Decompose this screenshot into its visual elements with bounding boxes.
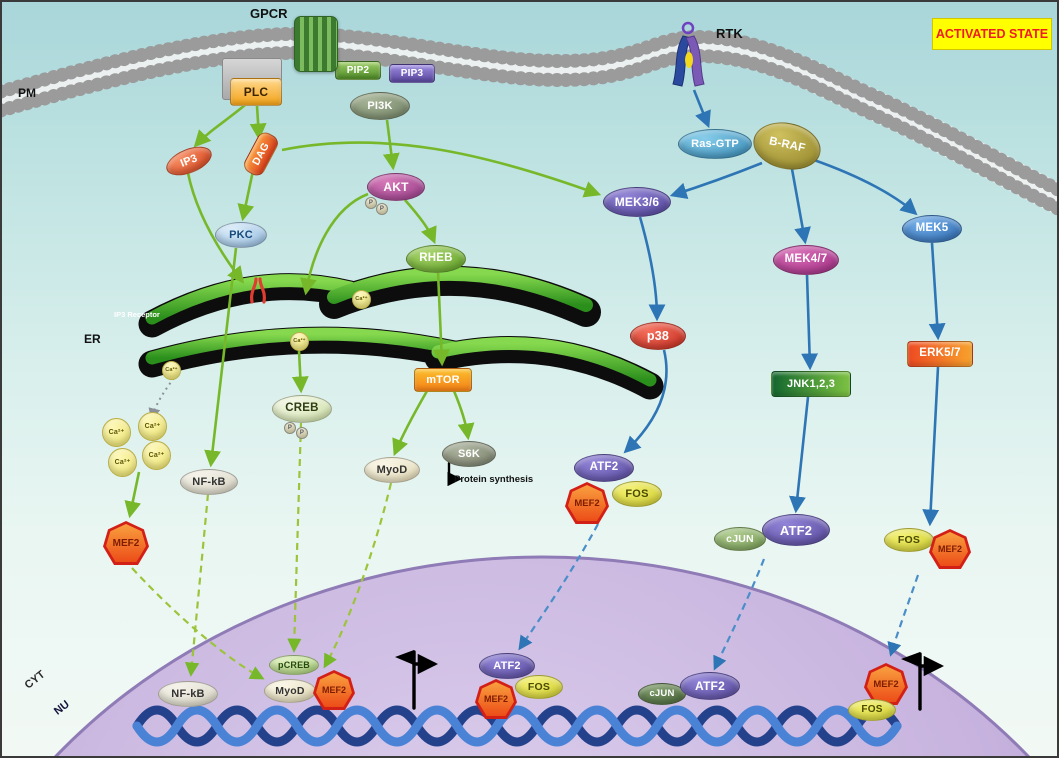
mef2-node-nucleus: MEF2: [313, 670, 355, 710]
plasma-membrane: [2, 26, 1057, 216]
mef2-node-nucleus: MEF2: [475, 679, 517, 719]
rtk-label: RTK: [716, 26, 743, 41]
mef2-node-cytoplasm: MEF2: [929, 529, 971, 569]
mef2-label: MEF2: [321, 685, 346, 695]
mef2-node-nucleus: MEF2: [864, 663, 908, 705]
myod-node-nucleus: MyoD: [264, 679, 316, 703]
s6k-node: S6K: [442, 441, 496, 467]
atf2-node-cytoplasm: ATF2: [762, 514, 830, 546]
phospho-icon: P: [376, 203, 388, 215]
mef2-label: MEF2: [873, 678, 899, 690]
ip3-receptor-icon: [250, 277, 266, 304]
transcription-arrows: [395, 461, 945, 711]
atf2-node-nucleus: ATF2: [479, 653, 535, 679]
mek36-node: MEK3/6: [603, 187, 671, 217]
rtk-receptor-icon: [672, 21, 705, 87]
creb-node: CREB: [272, 395, 332, 423]
calcium-ion: Ca²⁺: [102, 418, 131, 447]
pkc-node: PKC: [215, 222, 267, 248]
fos-node-nucleus: FOS: [848, 699, 896, 721]
atf2-node-nucleus: ATF2: [680, 672, 740, 700]
pm-label: PM: [18, 86, 36, 100]
activated-state-badge: ACTIVATED STATE: [932, 18, 1052, 50]
phospho-icon: P: [296, 427, 308, 439]
mef2-label: MEF2: [112, 537, 140, 549]
mef2-label: MEF2: [483, 694, 508, 704]
mef2-label: MEF2: [574, 497, 600, 509]
akt-node: AKT: [367, 173, 425, 201]
protein-synthesis-label: Protein synthesis: [454, 474, 534, 485]
mef2-label: MEF2: [937, 544, 962, 554]
atf2-node-cytoplasm: ATF2: [574, 454, 634, 482]
erk57-node: ERK5/7: [907, 341, 973, 367]
mef2-node-cytoplasm: MEF2: [565, 482, 609, 524]
nucleus: [54, 555, 1030, 756]
dna-helix: [132, 705, 902, 747]
green-dashed-arrows: [131, 422, 393, 680]
green-arrows: [124, 104, 602, 519]
fos-node-cytoplasm: FOS: [612, 481, 662, 507]
cjun-node-nucleus: cJUN: [638, 683, 686, 705]
cjun-node-cytoplasm: cJUN: [714, 527, 766, 551]
pi3k-node: PI3K: [350, 92, 410, 120]
ip3-receptor-label: IP3 Receptor: [114, 310, 160, 319]
myod-node-cytoplasm: MyoD: [364, 457, 420, 483]
calcium-ion-er: Ca²⁺: [290, 332, 309, 351]
mek5-node: MEK5: [902, 215, 962, 243]
jnk-node: JNK1,2,3: [771, 371, 851, 397]
calcium-ion-er: Ca²⁺: [162, 361, 181, 380]
nfkb-node-cytoplasm: NF-kB: [180, 469, 238, 495]
gpcr-label: GPCR: [250, 6, 288, 21]
mek47-node: MEK4/7: [773, 245, 839, 275]
p38-node: p38: [630, 322, 686, 350]
pcreb-node-nucleus: pCREB: [269, 655, 319, 675]
calcium-ion: Ca²⁺: [138, 412, 167, 441]
calcium-ion: Ca²⁺: [142, 441, 171, 470]
gpcr-receptor-icon: [294, 16, 338, 72]
rheb-node: RHEB: [406, 245, 466, 273]
pip2-node: PIP2: [335, 61, 381, 80]
er-label: ER: [84, 332, 101, 346]
fos-node-cytoplasm: FOS: [884, 528, 934, 552]
calcium-ion: Ca²⁺: [108, 448, 137, 477]
mef2-node-cytoplasm: MEF2: [103, 521, 149, 565]
blue-arrows: [623, 89, 946, 527]
fos-node-nucleus: FOS: [515, 675, 563, 699]
phospho-icon: P: [284, 422, 296, 434]
mtor-node: mTOR: [414, 368, 472, 392]
ras-gtp-node: Ras-GTP: [678, 129, 752, 159]
phospho-icon: P: [365, 197, 377, 209]
nfkb-node-nucleus: NF-kB: [158, 681, 218, 707]
blue-dashed-arrows: [518, 523, 920, 671]
pip3-node: PIP3: [389, 64, 435, 83]
protein-synthesis-arrow: [447, 461, 462, 487]
calcium-ion-er: Ca²⁺: [352, 290, 371, 309]
plc-node: PLC: [230, 78, 282, 106]
